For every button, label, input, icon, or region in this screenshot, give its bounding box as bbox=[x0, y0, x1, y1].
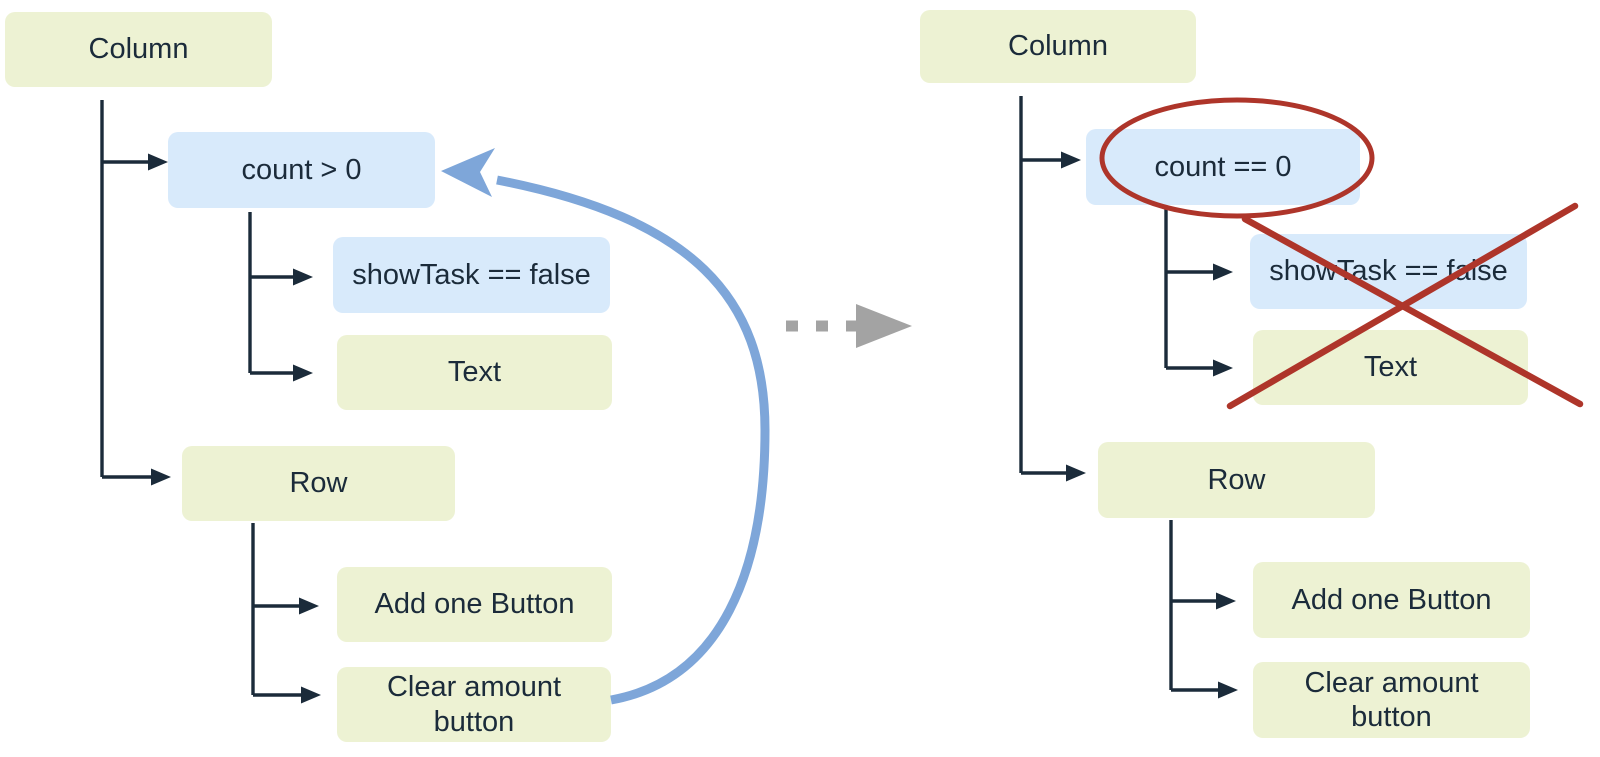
highlight-ellipse bbox=[1099, 97, 1375, 219]
left-showtask-node: showTask == false bbox=[333, 237, 610, 313]
right-tree-connectors bbox=[1019, 96, 1238, 699]
left-add-one-button-node: Add one Button bbox=[337, 567, 612, 642]
loop-arrowhead-icon bbox=[441, 148, 495, 197]
right-clear-amount-button-node: Clear amount button bbox=[1253, 662, 1530, 738]
left-text-node: Text bbox=[337, 335, 612, 410]
right-add-one-button-node: Add one Button bbox=[1253, 562, 1530, 638]
left-clear-amount-button-node: Clear amount button bbox=[337, 667, 611, 742]
transition-arrow bbox=[786, 304, 912, 348]
recompose-loop-arrow bbox=[441, 148, 770, 705]
right-column-node: Column bbox=[920, 10, 1196, 83]
left-row-node: Row bbox=[182, 446, 455, 521]
right-row-node: Row bbox=[1098, 442, 1375, 518]
left-column-node: Column bbox=[5, 12, 272, 87]
left-tree-connectors bbox=[100, 100, 321, 704]
left-condition-node: count > 0 bbox=[168, 132, 435, 208]
transition-arrowhead-icon bbox=[856, 304, 912, 348]
crossout-x-mark bbox=[1226, 202, 1584, 410]
